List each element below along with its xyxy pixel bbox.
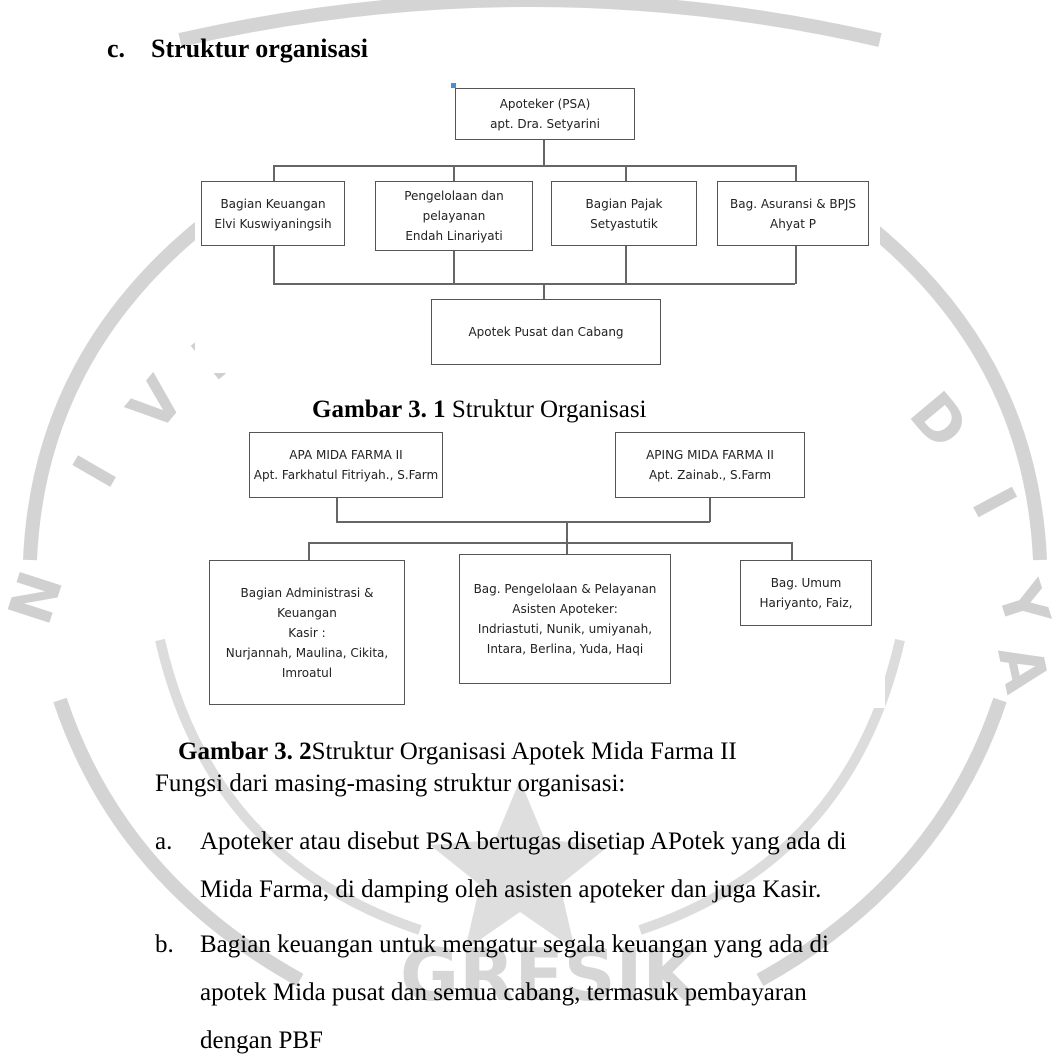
figure-caption-2: Gambar 3. 2Struktur Organisasi Apotek Mi… [178, 738, 737, 766]
connector-line [273, 246, 275, 284]
connector-line [566, 521, 568, 543]
org-box-aping: APING MIDA FARMA II Apt. Zainab., S.Farm [615, 432, 805, 498]
org-box-text: APING MIDA FARMA II [646, 448, 774, 462]
org-box-text: Bag. Pengelolaan & Pelayanan [473, 582, 657, 596]
svg-text:A: A [983, 639, 1061, 700]
connector-line [273, 165, 275, 181]
figure-caption-1: Gambar 3. 1 Struktur Organisasi [312, 396, 647, 424]
connector-line [709, 498, 711, 522]
connector-line [453, 165, 455, 181]
section-title: Struktur organisasi [151, 34, 368, 63]
org-box-text: Apt. Farkhatul Fitriyah., S.Farm [253, 468, 439, 482]
caption-text: Struktur Organisasi Apotek Mida Farma II [311, 738, 737, 765]
selection-handle [451, 83, 456, 88]
svg-text:Y: Y [982, 573, 1061, 638]
svg-text:D: D [896, 379, 982, 462]
org-box-text: apt. Dra. Setyarini [490, 117, 600, 131]
svg-text:I: I [60, 445, 132, 499]
org-box-text: Asisten Apoteker: [512, 602, 618, 616]
list-item-line: apotek Mida pusat dan semua cabang, term… [200, 979, 807, 1006]
connector-line [273, 283, 795, 285]
org-box-text: Ahyat P [769, 216, 817, 231]
connector-line [308, 542, 310, 560]
org-box-text: Apoteker (PSA) [499, 97, 591, 111]
org-chart-2: APA MIDA FARMA II Apt. Farkhatul Fitriya… [204, 430, 885, 708]
org-box-administrasi: Bagian Administrasi & Keuangan Kasir : N… [209, 560, 405, 705]
org-box-text: Hariyanto, Faiz, [759, 596, 853, 610]
org-box-text: Apotek Pusat dan Cabang [468, 325, 624, 339]
org-box-text: Elvi Kuswiyaningsih [214, 216, 332, 231]
org-box-text: Indriastuti, Nunik, umiyanah, [477, 622, 653, 636]
org-box-text: Imroatul [281, 665, 333, 680]
org-box-pajak: Bagian Pajak Setyastutik [551, 181, 697, 246]
org-box-text: Endah Linariyati [405, 229, 503, 243]
connector-line [795, 165, 797, 181]
org-box-psa: Apoteker (PSA) apt. Dra. Setyarini [455, 88, 635, 140]
org-box-text: Kasir : [288, 625, 326, 640]
org-box-text: Bagian Keuangan [220, 196, 326, 211]
org-box-text: pelayanan [422, 209, 486, 223]
org-box-apa: APA MIDA FARMA II Apt. Farkhatul Fitriya… [249, 432, 443, 498]
org-box-text: Bagian Administrasi & [240, 585, 374, 600]
org-box-text: Bag. Umum [770, 576, 842, 590]
org-box-asuransi: Bag. Asuransi & BPJS Ahyat P [717, 181, 869, 246]
org-box-pengelolaan: Pengelolaan dan pelayanan Endah Linariya… [375, 181, 533, 251]
connector-line [543, 140, 545, 166]
svg-text:I: I [957, 477, 1029, 530]
org-box-text: Pengelolaan dan [404, 189, 504, 203]
org-chart-1: Apoteker (PSA) apt. Dra. Setyarini Bagia… [195, 83, 880, 373]
connector-line [336, 521, 710, 523]
connector-line [791, 542, 793, 560]
intro-text: Fungsi dari masing-masing struktur organ… [155, 770, 626, 797]
caption-text: Struktur Organisasi [445, 396, 647, 423]
connector-line [795, 246, 797, 284]
list-item-line: Bagian keuangan untuk mengatur segala ke… [200, 931, 829, 958]
org-box-keuangan: Bagian Keuangan Elvi Kuswiyaningsih [201, 181, 345, 246]
section-letter: c. [107, 34, 126, 63]
connector-line [308, 542, 791, 544]
connector-line [543, 283, 545, 299]
connector-line [625, 165, 627, 181]
org-box-text: Intara, Berlina, Yuda, Haqi [486, 642, 644, 656]
org-box-umum: Bag. Umum Hariyanto, Faiz, [740, 560, 872, 626]
list-item-line: Mida Farma, di damping oleh asisten apot… [200, 876, 822, 903]
svg-text:V: V [115, 364, 199, 445]
caption-label: Gambar 3. 1 [312, 396, 446, 423]
caption-label: Gambar 3. 2 [178, 738, 312, 765]
org-box-text: Apt. Zainab., S.Farm [648, 468, 772, 482]
svg-text:N: N [0, 563, 77, 632]
connector-line [566, 542, 568, 554]
org-box-apotek: Apotek Pusat dan Cabang [431, 299, 661, 365]
list-marker: a. [155, 828, 173, 855]
list-marker: b. [155, 931, 174, 958]
connector-line [336, 498, 338, 522]
connector-line [453, 251, 455, 284]
org-box-text: Nurjannah, Maulina, Cikita, [225, 645, 389, 660]
org-box-text: Bag. Asuransi & BPJS [730, 196, 856, 211]
org-box-text: Setyastutik [590, 216, 658, 231]
list-item-line: dengan PBF [200, 1027, 323, 1054]
org-box-text: Bagian Pajak [585, 196, 663, 211]
section-heading: c. Struktur organisasi [107, 34, 368, 64]
list-item-line: Apoteker atau disebut PSA bertugas diset… [200, 828, 847, 855]
org-box-text: Keuangan [277, 605, 337, 620]
connector-line [273, 165, 795, 167]
org-box-text: APA MIDA FARMA II [289, 448, 403, 462]
connector-line [625, 246, 627, 284]
org-box-pelayanan: Bag. Pengelolaan & Pelayanan Asisten Apo… [459, 554, 671, 684]
